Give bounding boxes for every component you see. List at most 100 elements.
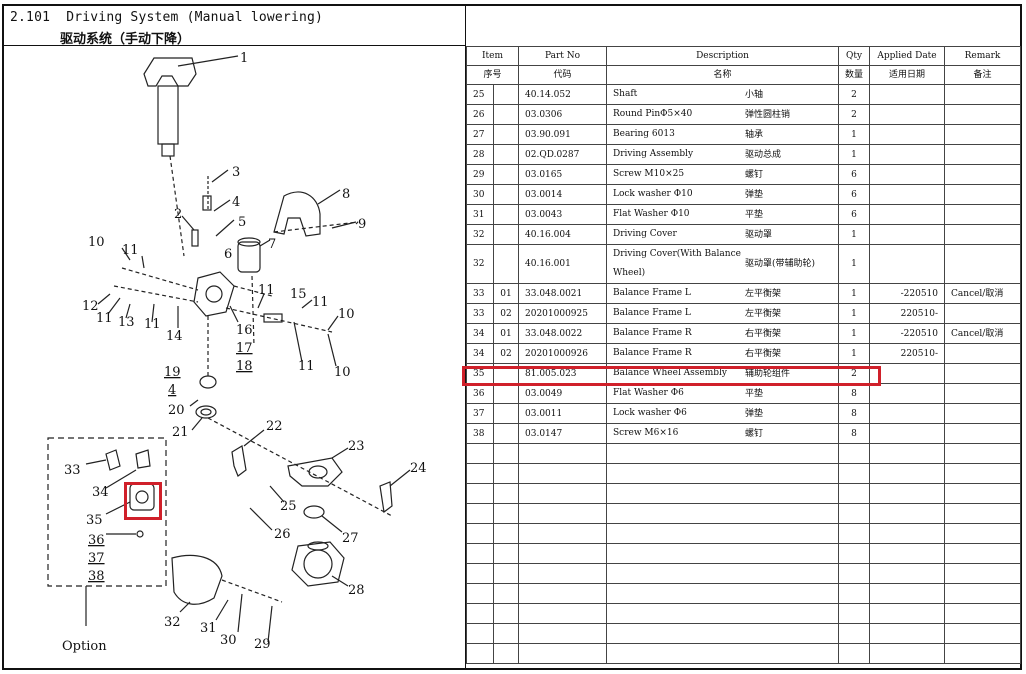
applied-date-cell xyxy=(869,403,946,424)
callout-16: 16 xyxy=(236,323,253,338)
remark-cell xyxy=(944,343,1022,364)
empty-cell xyxy=(493,443,519,464)
description-cn: 弹垫 xyxy=(745,408,764,419)
callout-6: 6 xyxy=(224,247,232,262)
empty-cell xyxy=(606,523,839,544)
description-cn: 小轴 xyxy=(745,89,764,100)
callout-27: 27 xyxy=(342,531,359,546)
qty-cell: 6 xyxy=(837,164,871,185)
item-cell: 33 xyxy=(466,303,494,324)
remark-cell: Cancel/取消 xyxy=(944,283,1022,304)
part-no-cell: 33.048.0022 xyxy=(518,323,607,344)
applied-date-cell: -220510 xyxy=(869,283,946,304)
description-cell: Lock washer Φ10 弹垫 xyxy=(606,184,839,205)
header-applied-date-cn: 适用日期 xyxy=(869,65,946,85)
description-en: Screw M10×25 xyxy=(613,169,685,179)
empty-cell xyxy=(944,483,1022,504)
part-no-cell: 03.0147 xyxy=(518,423,607,444)
description-cn: 平垫 xyxy=(745,388,764,399)
empty-cell xyxy=(869,503,946,524)
callout-29: 29 xyxy=(254,637,271,652)
item-cell: 25 xyxy=(466,84,494,105)
remark-cell xyxy=(944,244,1022,284)
applied-date-cell xyxy=(869,144,946,165)
callout-32: 32 xyxy=(164,615,181,630)
description-en: Driving Cover xyxy=(613,229,677,239)
qty-cell: 2 xyxy=(837,84,871,105)
sub-cell xyxy=(493,204,519,225)
empty-cell xyxy=(837,523,871,544)
empty-cell xyxy=(944,563,1022,584)
empty-cell xyxy=(837,643,871,664)
empty-cell xyxy=(944,463,1022,484)
qty-cell: 1 xyxy=(837,124,871,145)
description-en: Balance Frame R xyxy=(613,348,692,358)
empty-cell xyxy=(944,523,1022,544)
empty-cell xyxy=(493,643,519,664)
header-description: Description xyxy=(606,46,839,66)
callout-12: 12 xyxy=(82,299,99,314)
empty-cell xyxy=(944,503,1022,524)
remark-cell xyxy=(944,204,1022,225)
description-en: Lock washer Φ10 xyxy=(613,189,693,199)
empty-cell xyxy=(944,643,1022,664)
qty-cell: 1 xyxy=(837,224,871,245)
applied-date-cell xyxy=(869,84,946,105)
part-no-cell: 40.16.001 xyxy=(518,244,607,284)
empty-cell xyxy=(493,583,519,604)
empty-cell xyxy=(466,583,494,604)
empty-cell xyxy=(869,563,946,584)
remark-cell xyxy=(944,303,1022,324)
section-title: 2.101 Driving System (Manual lowering) xyxy=(10,10,323,25)
section-number: 2.101 xyxy=(10,10,51,25)
callout-35: 35 xyxy=(86,513,103,528)
qty-cell: 8 xyxy=(837,423,871,444)
empty-cell xyxy=(869,623,946,644)
description-cn: 弹垫 xyxy=(745,189,764,200)
part-no-cell: 20201000925 xyxy=(518,303,607,324)
item-cell: 34 xyxy=(466,323,494,344)
description-cn: 平垫 xyxy=(745,209,764,220)
item-cell: 32 xyxy=(466,244,494,284)
empty-cell xyxy=(518,603,607,624)
remark-cell xyxy=(944,403,1022,424)
empty-cell xyxy=(869,523,946,544)
header-row-en: Item Part No Description Qty Applied Dat… xyxy=(466,46,1022,66)
description-cn: 右平衡架 xyxy=(745,328,782,339)
sub-cell xyxy=(493,104,519,125)
description-en: Bearing 6013 xyxy=(613,129,675,139)
empty-cell xyxy=(466,563,494,584)
empty-cell xyxy=(493,483,519,504)
part-no-cell: 03.90.091 xyxy=(518,124,607,145)
callout-5: 5 xyxy=(238,215,246,230)
qty-cell: 8 xyxy=(837,403,871,424)
empty-cell xyxy=(837,583,871,604)
sub-cell xyxy=(493,124,519,145)
qty-cell: 6 xyxy=(837,184,871,205)
header-remark-cn: 备注 xyxy=(944,65,1022,85)
empty-cell xyxy=(869,463,946,484)
item-cell: 26 xyxy=(466,104,494,125)
callout-13: 13 xyxy=(118,315,135,330)
part-no-cell: 20201000926 xyxy=(518,343,607,364)
empty-cell xyxy=(837,623,871,644)
item-cell: 28 xyxy=(466,144,494,165)
applied-date-cell xyxy=(869,224,946,245)
callout-7: 7 xyxy=(268,237,276,252)
qty-cell: 1 xyxy=(837,303,871,324)
description-en: Balance Frame R xyxy=(613,328,692,338)
empty-cell xyxy=(466,603,494,624)
applied-date-cell: -220510 xyxy=(869,323,946,344)
remark-cell xyxy=(944,164,1022,185)
callout-2: 2 xyxy=(174,207,182,222)
